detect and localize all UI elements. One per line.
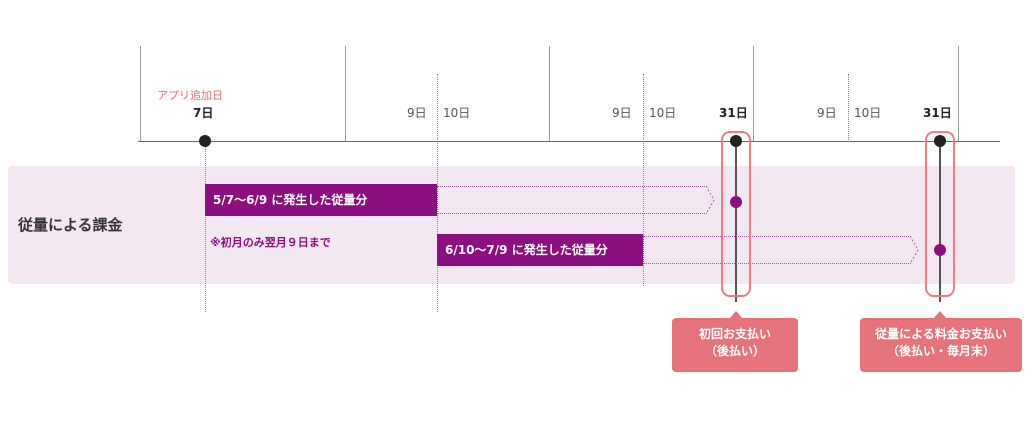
timeline-axis [138,141,1000,142]
first-month-note: ※初月のみ翌月９日まで [210,236,331,249]
app-added-label: アプリ追加日 [157,89,223,102]
callout-2-line-2: （後払い・毎月末） [886,344,995,358]
monthly-payment-callout: 従量による料金お支払い （後払い・毎月末） [860,318,1022,372]
tick-label-m2-a: 9日 [612,106,632,120]
tick-label-m3-a: 9日 [817,106,837,120]
payment-line-1 [735,142,737,302]
guide-line-m2 [643,74,644,286]
chevron-right-icon [706,186,715,214]
callout-pointer-2 [933,311,947,319]
payment-dot-1 [730,135,742,147]
tick-label-m2-b: 10日 [649,106,677,120]
usage-bar-2-extension [643,236,911,264]
row-label: 従量による課金 [18,216,123,234]
tick-label-start: 7日 [193,106,214,120]
tick-label-m3-end: 31日 [923,106,952,120]
payment-dot-2 [934,135,946,147]
usage-bar-1-extension [437,186,707,214]
guide-line-m3 [848,74,849,142]
tick-label-m1-b: 10日 [443,106,471,120]
callout-pointer-1 [729,311,743,319]
usage-bar-2: 6/10～7/9 に発生した従量分 [437,234,643,266]
tick-label-m2-end: 31日 [719,106,748,120]
payment-highlight-2 [925,131,955,297]
usage-billing-band [8,166,1015,284]
month-divider-1 [140,46,141,142]
tick-label-m3-b: 10日 [854,106,882,120]
month-divider-5 [958,46,959,142]
callout-2-line-1: 従量による料金お支払い [875,327,1007,341]
start-dot [199,135,211,147]
first-payment-callout: 初回お支払い （後払い） [672,318,798,372]
month-divider-4 [753,46,754,142]
payment-point-2 [934,244,946,256]
payment-highlight-1 [721,131,751,297]
month-divider-2 [345,46,346,142]
callout-1-line-1: 初回お支払い [698,327,771,341]
payment-point-1 [730,196,742,208]
start-guide-line [205,142,206,312]
chevron-right-icon [910,236,919,264]
month-divider-3 [549,46,550,142]
callout-1-line-2: （後払い） [704,344,765,358]
tick-label-m1-a: 9日 [407,106,427,120]
usage-bar-1: 5/7～6/9 に発生した従量分 [205,184,437,216]
payment-line-2 [939,142,941,302]
